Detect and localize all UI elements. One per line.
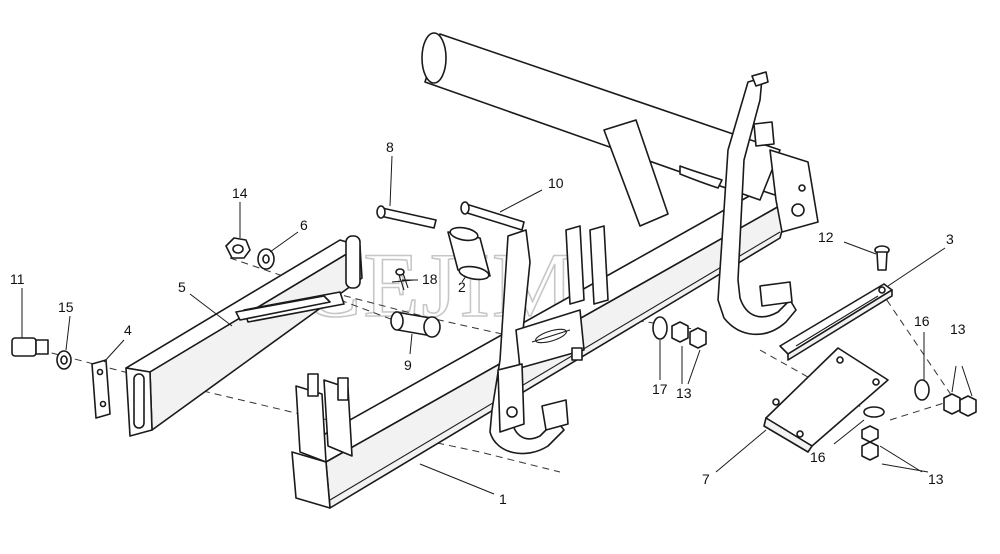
right-tine-bracket xyxy=(717,71,797,336)
callout-17: 17 xyxy=(652,381,668,397)
pin-10 xyxy=(460,201,525,231)
callout-9: 9 xyxy=(404,357,412,373)
callout-5: 5 xyxy=(178,279,186,295)
nuts-13-right xyxy=(861,393,977,461)
washer-15 xyxy=(56,350,72,370)
washers-16 xyxy=(863,379,930,418)
callout-13-a: 13 xyxy=(676,385,692,401)
callout-2: 2 xyxy=(458,279,466,295)
callout-18: 18 xyxy=(422,271,438,287)
callout-13-c: 13 xyxy=(928,471,944,487)
callout-6: 6 xyxy=(300,217,308,233)
callout-8: 8 xyxy=(386,139,394,155)
callout-15: 15 xyxy=(58,299,74,315)
callout-16-a: 16 xyxy=(914,313,930,329)
bolt-11 xyxy=(11,337,49,357)
callout-12: 12 xyxy=(818,229,834,245)
slotted-bracket-5 xyxy=(125,235,363,437)
callout-14: 14 xyxy=(232,185,248,201)
washer-17 xyxy=(652,316,668,340)
callout-labels: 1 2 3 4 5 6 7 8 9 10 11 12 13 13 13 13 1… xyxy=(10,139,966,507)
callout-10: 10 xyxy=(548,175,564,191)
screw-12 xyxy=(874,245,890,271)
callout-leader-lines xyxy=(21,155,973,495)
center-tine-bracket xyxy=(489,225,609,455)
slotted-strip-3 xyxy=(779,283,893,361)
nuts-13-left xyxy=(671,321,707,349)
callout-1: 1 xyxy=(499,491,507,507)
pin-9 xyxy=(390,311,441,338)
callout-3: 3 xyxy=(946,231,954,247)
bushing-2 xyxy=(447,226,491,281)
callout-16-b: 16 xyxy=(810,449,826,465)
callout-7: 7 xyxy=(702,471,710,487)
washer-6 xyxy=(257,248,275,270)
callout-4: 4 xyxy=(124,322,132,338)
callout-11: 11 xyxy=(10,271,25,287)
small-plate-4 xyxy=(91,359,111,419)
angle-bracket-7 xyxy=(763,347,889,453)
nut-14 xyxy=(225,237,251,259)
upper-round-tube xyxy=(421,32,781,227)
right-flange-plate xyxy=(769,149,819,233)
callout-13-b: 13 xyxy=(950,321,966,337)
pin-8 xyxy=(376,205,437,229)
